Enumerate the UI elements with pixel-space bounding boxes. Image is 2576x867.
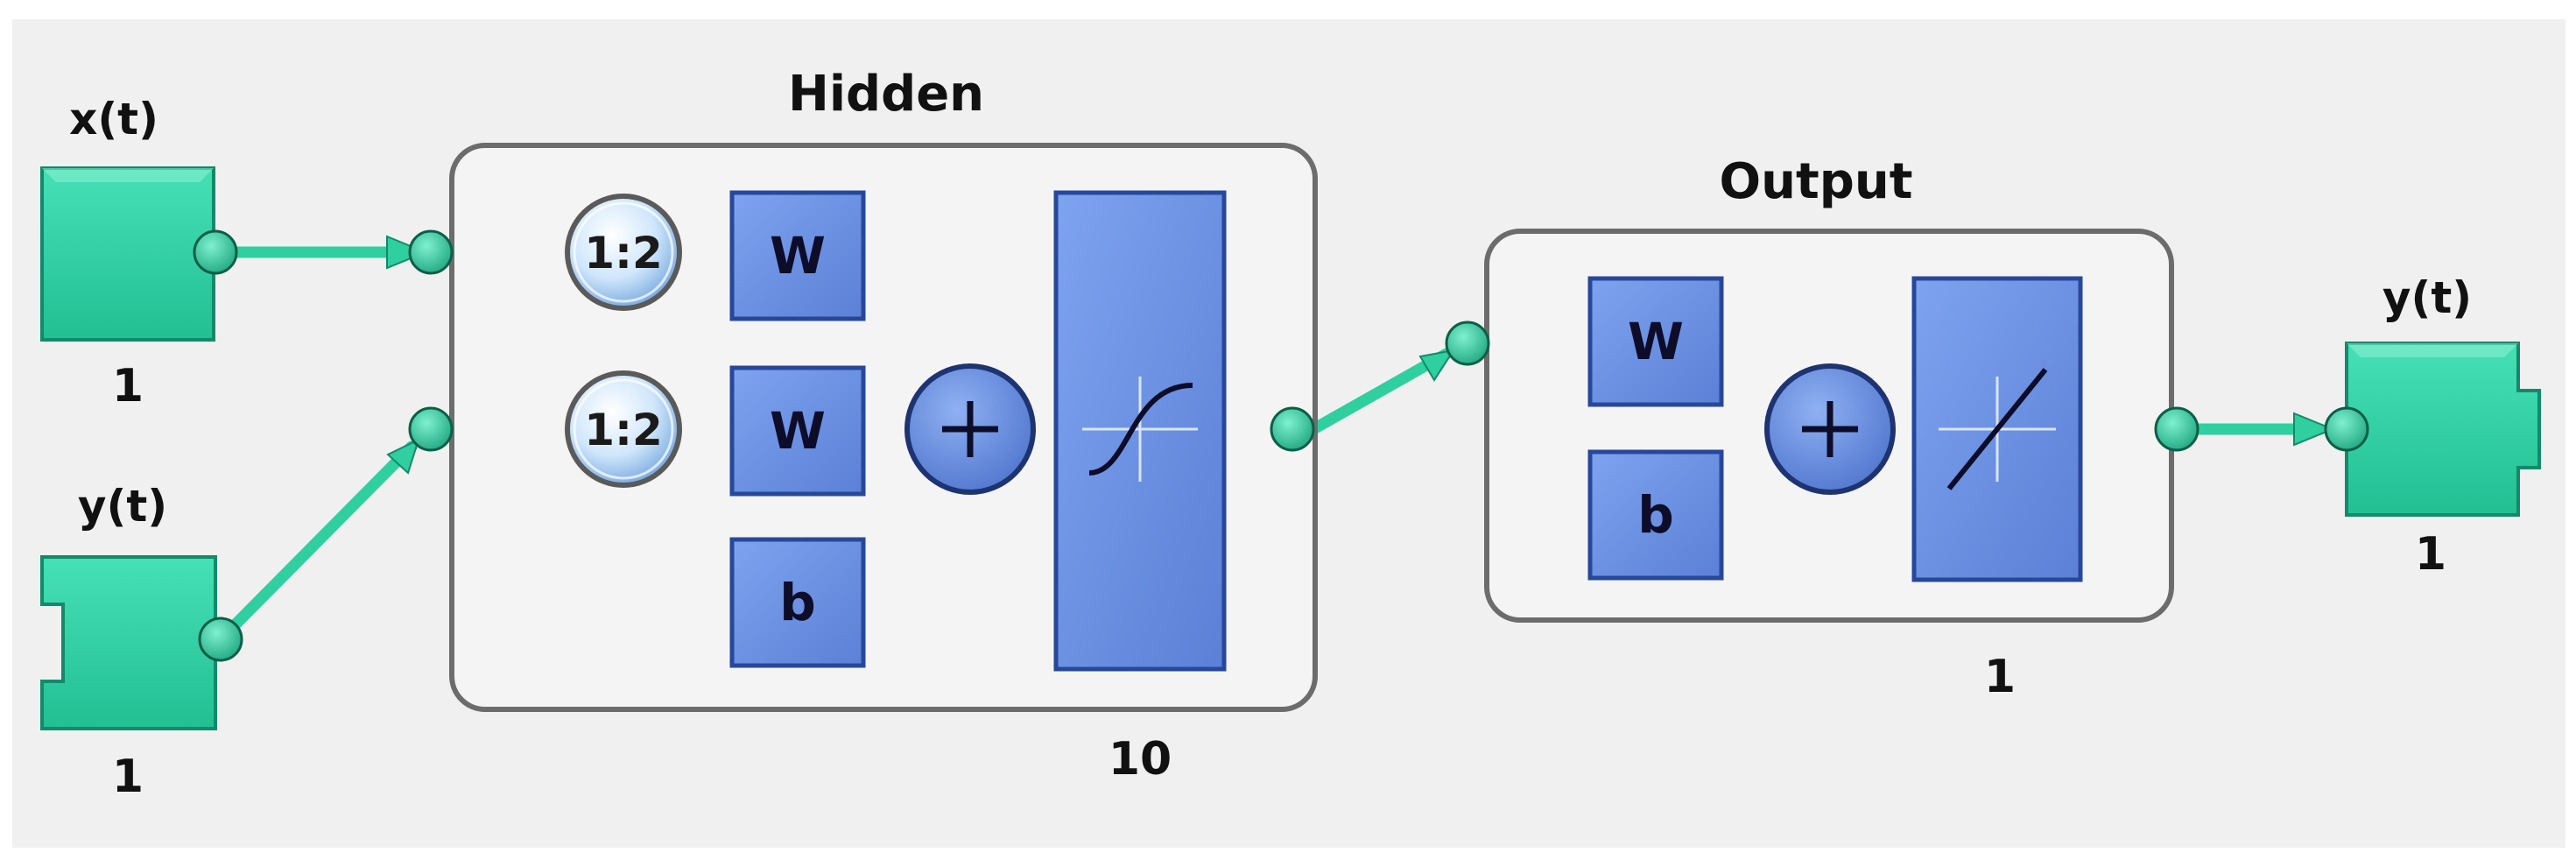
hidden-bias-rect [729, 537, 866, 668]
output-weight-block: W [1587, 276, 1724, 407]
delay-block-1: 1:2 [565, 194, 682, 311]
input-x-size: 1 [112, 360, 144, 412]
hidden-input-dot-top [408, 229, 454, 275]
output-layer-size: 1 [1984, 651, 2016, 703]
output-sum-node [1764, 363, 1896, 495]
arrow-y-in [386, 438, 420, 475]
output-y-block [2345, 342, 2541, 517]
line-y-to-hidden [215, 441, 418, 645]
output-weight-label: W [1628, 312, 1684, 371]
arrow-y-out [2293, 412, 2335, 447]
output-transfer-block [1911, 276, 2083, 582]
hidden-layer-title: Hidden [788, 66, 984, 123]
output-layer-output-dot [2154, 406, 2199, 452]
output-y: y(t) 1 [2324, 272, 2541, 581]
output-layer-input-dot [1445, 321, 1490, 366]
input-x: x(t) 1 [40, 94, 238, 412]
output-y-size: 1 [2415, 528, 2446, 581]
input-x-block [40, 166, 215, 342]
arrow-x-in [386, 235, 428, 270]
input-y-block [40, 555, 217, 730]
hidden-weight-label-1: W [770, 226, 826, 285]
linear-transfer-icon [1946, 368, 2048, 490]
input-x-port [193, 229, 238, 275]
input-y-port [198, 617, 243, 662]
hidden-weight-rect-1 [729, 190, 866, 321]
input-y-label: y(t) [78, 481, 167, 532]
output-weight-rect [1587, 276, 1724, 407]
delay-clock-ring-1 [573, 201, 674, 303]
hidden-bias-block: b [729, 537, 866, 668]
delay-label-1: 1:2 [584, 228, 663, 278]
output-bias-label: b [1637, 485, 1674, 545]
output-y-port [2324, 406, 2369, 452]
delay-clock-icon-1 [565, 194, 682, 311]
hidden-weight-block-1: W [729, 190, 866, 321]
input-x-bevel [42, 168, 214, 182]
delay-clock-ring-2 [573, 378, 674, 480]
hidden-layer-size: 10 [1109, 733, 1172, 786]
hidden-weight-block-2: W [729, 365, 866, 497]
input-y: y(t) 1 [40, 481, 243, 803]
sigmoid-transfer-icon [1088, 383, 1193, 476]
hidden-sum-node [904, 363, 1036, 495]
hidden-output-dot [1270, 406, 1315, 452]
delay-label-2: 1:2 [584, 405, 663, 455]
hidden-weight-label-2: W [770, 401, 826, 461]
line-hidden-to-output [1307, 348, 1453, 435]
arrow-output-in [1418, 349, 1456, 382]
output-bias-rect [1587, 449, 1724, 581]
hidden-weight-rect-2 [729, 365, 866, 497]
delay-block-2: 1:2 [565, 370, 682, 488]
output-layer-title: Output [1720, 153, 1913, 210]
hidden-transfer-block [1053, 190, 1227, 672]
delay-clock-icon-2 [565, 370, 682, 488]
output-layer: Output W b 1 [1445, 153, 2199, 703]
input-y-size: 1 [112, 751, 144, 803]
output-y-label: y(t) [2382, 272, 2472, 323]
output-bias-block: b [1587, 449, 1724, 581]
output-y-bevel [2347, 343, 2518, 357]
hidden-input-dot-bottom [408, 406, 454, 452]
hidden-bias-label: b [779, 573, 816, 632]
input-x-label: x(t) [69, 94, 158, 144]
hidden-layer: Hidden 1:2 1:2 W W b [408, 66, 1318, 786]
